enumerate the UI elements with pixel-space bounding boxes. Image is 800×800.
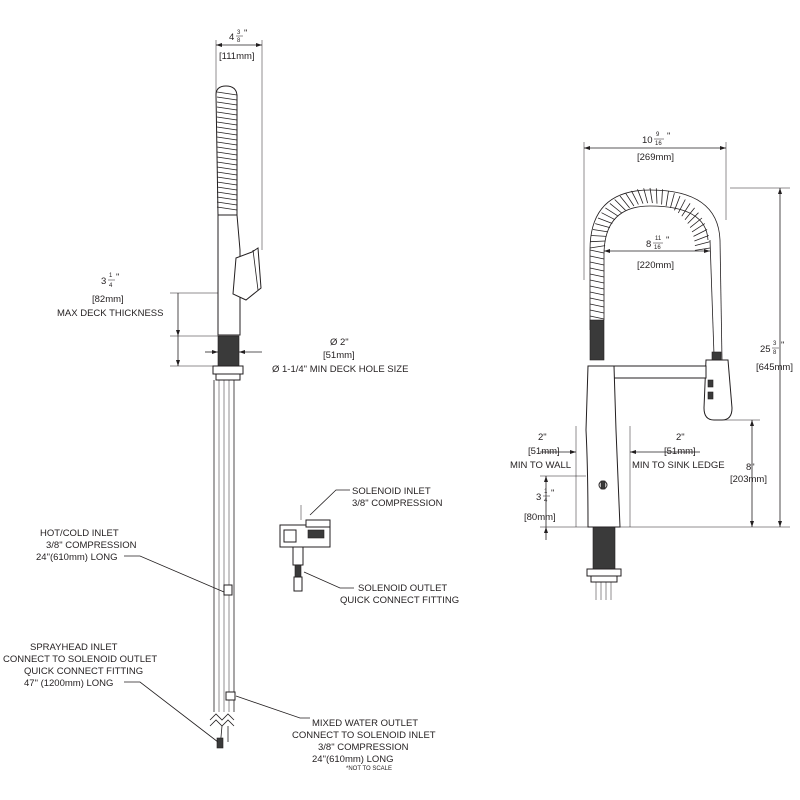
inner-width-num: 11 xyxy=(655,236,662,242)
base-den: 4 xyxy=(544,498,548,504)
height-num: 3 xyxy=(773,341,777,347)
solenoid-outlet-line-2: QUICK CONNECT FITTING xyxy=(340,595,459,606)
hot-cold-line-3: 24"(610mm) LONG xyxy=(36,552,118,563)
base-quote: " xyxy=(551,488,554,499)
overall-width-whole: 10 xyxy=(642,135,653,146)
side-shank xyxy=(217,335,240,367)
front-faucet-body xyxy=(585,365,621,528)
mixed-water-line-4: 24"(610mm) LONG xyxy=(312,754,394,765)
height-whole: 25 xyxy=(760,344,771,355)
top-width-mm: [111mm] xyxy=(219,51,255,62)
mixed-water-line-3: 3/8" COMPRESSION xyxy=(318,742,409,753)
deck-thickness-whole: 3 xyxy=(101,276,106,287)
solenoid-outlet-line-1: SOLENOID OUTLET xyxy=(358,583,447,594)
side-spray-coil xyxy=(215,85,238,216)
spout-height-dimension: 8" [203mm] xyxy=(722,419,767,527)
deck-thickness-dimension: 3 1 4 " [82mm] MAX DECK THICKNESS xyxy=(57,272,218,367)
hot-cold-line-1: HOT/COLD INLET xyxy=(40,528,119,539)
front-sprayhead xyxy=(703,359,733,421)
top-width-whole: 4 xyxy=(229,32,234,43)
top-width-den: 8 xyxy=(237,38,241,44)
inner-width-dimension: 8 11 16 " [220mm] xyxy=(604,235,710,271)
deck-thickness-label: MAX DECK THICKNESS xyxy=(57,308,163,319)
not-to-scale: *NOT TO SCALE xyxy=(346,766,392,772)
solenoid: SOLENOID INLET 3/8" COMPRESSION SOLENOID… xyxy=(279,486,459,606)
front-coil-winding xyxy=(589,187,711,320)
hole-dia-mm: [51mm] xyxy=(323,350,355,361)
height-dimension: 25 3 8 " [645mm] xyxy=(730,187,793,527)
top-width-quote: " xyxy=(244,28,247,39)
inner-width-den: 16 xyxy=(654,245,661,251)
spout-height-in: 8" xyxy=(746,462,755,473)
deck-thickness-num: 1 xyxy=(109,273,113,279)
overall-width-quote: " xyxy=(667,131,670,142)
overall-width-den: 16 xyxy=(655,141,662,147)
mixed-water-line-1: MIXED WATER OUTLET xyxy=(312,718,418,729)
top-width-dimension: 4 3 8 " [111mm] xyxy=(215,28,263,250)
base-whole: 3 xyxy=(536,492,541,503)
front-spout-tube xyxy=(709,239,715,356)
overall-width-mm: [269mm] xyxy=(637,152,674,163)
spout-height-mm: [203mm] xyxy=(730,474,767,485)
height-den: 8 xyxy=(773,350,777,356)
deck-thickness-quote: " xyxy=(116,272,119,283)
base-height-dimension: 3 1 4 " [80mm] xyxy=(524,475,586,540)
front-shank xyxy=(592,526,616,570)
height-quote: " xyxy=(781,340,784,351)
wall-label: MIN TO WALL xyxy=(510,460,571,471)
front-view: 10 9 16 " [269mm] 8 11 16 " [2 xyxy=(510,131,793,600)
wall-ledge-clearance: 2" [51mm] MIN TO WALL 2" [51mm] MIN TO S… xyxy=(510,426,725,527)
base-num: 1 xyxy=(544,489,548,495)
hot-cold-line-2: 3/8" COMPRESSION xyxy=(46,540,137,551)
solenoid-inlet-line-1: SOLENOID INLET xyxy=(352,486,431,497)
sprayhead-line-3: QUICK CONNECT FITTING xyxy=(24,666,143,677)
overall-width-dimension: 10 9 16 " [269mm] xyxy=(583,131,727,280)
ledge-mm: [51mm] xyxy=(664,446,696,457)
sprayhead-line-4: 47" (1200mm) LONG xyxy=(24,678,113,689)
overall-width-num: 9 xyxy=(656,132,660,138)
ledge-label: MIN TO SINK LEDGE xyxy=(632,460,725,471)
hole-diameter-dimension: Ø 2" [51mm] Ø 1-1/4" MIN DECK HOLE SIZE xyxy=(205,337,408,375)
wall-in: 2" xyxy=(538,432,547,443)
min-hole-label: Ø 1-1/4" MIN DECK HOLE SIZE xyxy=(272,364,408,375)
inner-width-quote: " xyxy=(666,235,669,246)
solenoid-inlet-line-2: 3/8" COMPRESSION xyxy=(352,498,443,509)
height-mm: [645mm] xyxy=(756,362,793,373)
inner-width-mm: [220mm] xyxy=(637,260,674,271)
sprayhead-inlet-callout: SPRAYHEAD INLET CONNECT TO SOLENOID OUTL… xyxy=(3,642,219,743)
side-view: 4 3 8 " [111mm] xyxy=(3,28,436,772)
hot-cold-inlet-callout: HOT/COLD INLET 3/8" COMPRESSION 24"(610m… xyxy=(36,528,225,593)
mixed-water-outlet-callout: MIXED WATER OUTLET CONNECT TO SOLENOID I… xyxy=(235,695,436,772)
deck-thickness-den: 4 xyxy=(109,283,113,289)
top-width-num: 3 xyxy=(237,30,241,36)
side-hoses xyxy=(209,380,236,749)
sprayhead-line-1: SPRAYHEAD INLET xyxy=(30,642,118,653)
base-mm: [80mm] xyxy=(524,512,556,523)
sprayhead-line-2: CONNECT TO SOLENOID OUTLET xyxy=(3,654,157,665)
mixed-water-line-2: CONNECT TO SOLENOID INLET xyxy=(292,730,436,741)
wall-mm: [51mm] xyxy=(528,446,560,457)
side-coil-winding xyxy=(216,91,238,211)
ledge-in: 2" xyxy=(676,432,685,443)
hole-dia-in: Ø 2" xyxy=(330,337,349,348)
front-coil xyxy=(589,187,721,361)
inner-width-whole: 8 xyxy=(646,239,651,250)
deck-thickness-mm: [82mm] xyxy=(92,294,124,305)
